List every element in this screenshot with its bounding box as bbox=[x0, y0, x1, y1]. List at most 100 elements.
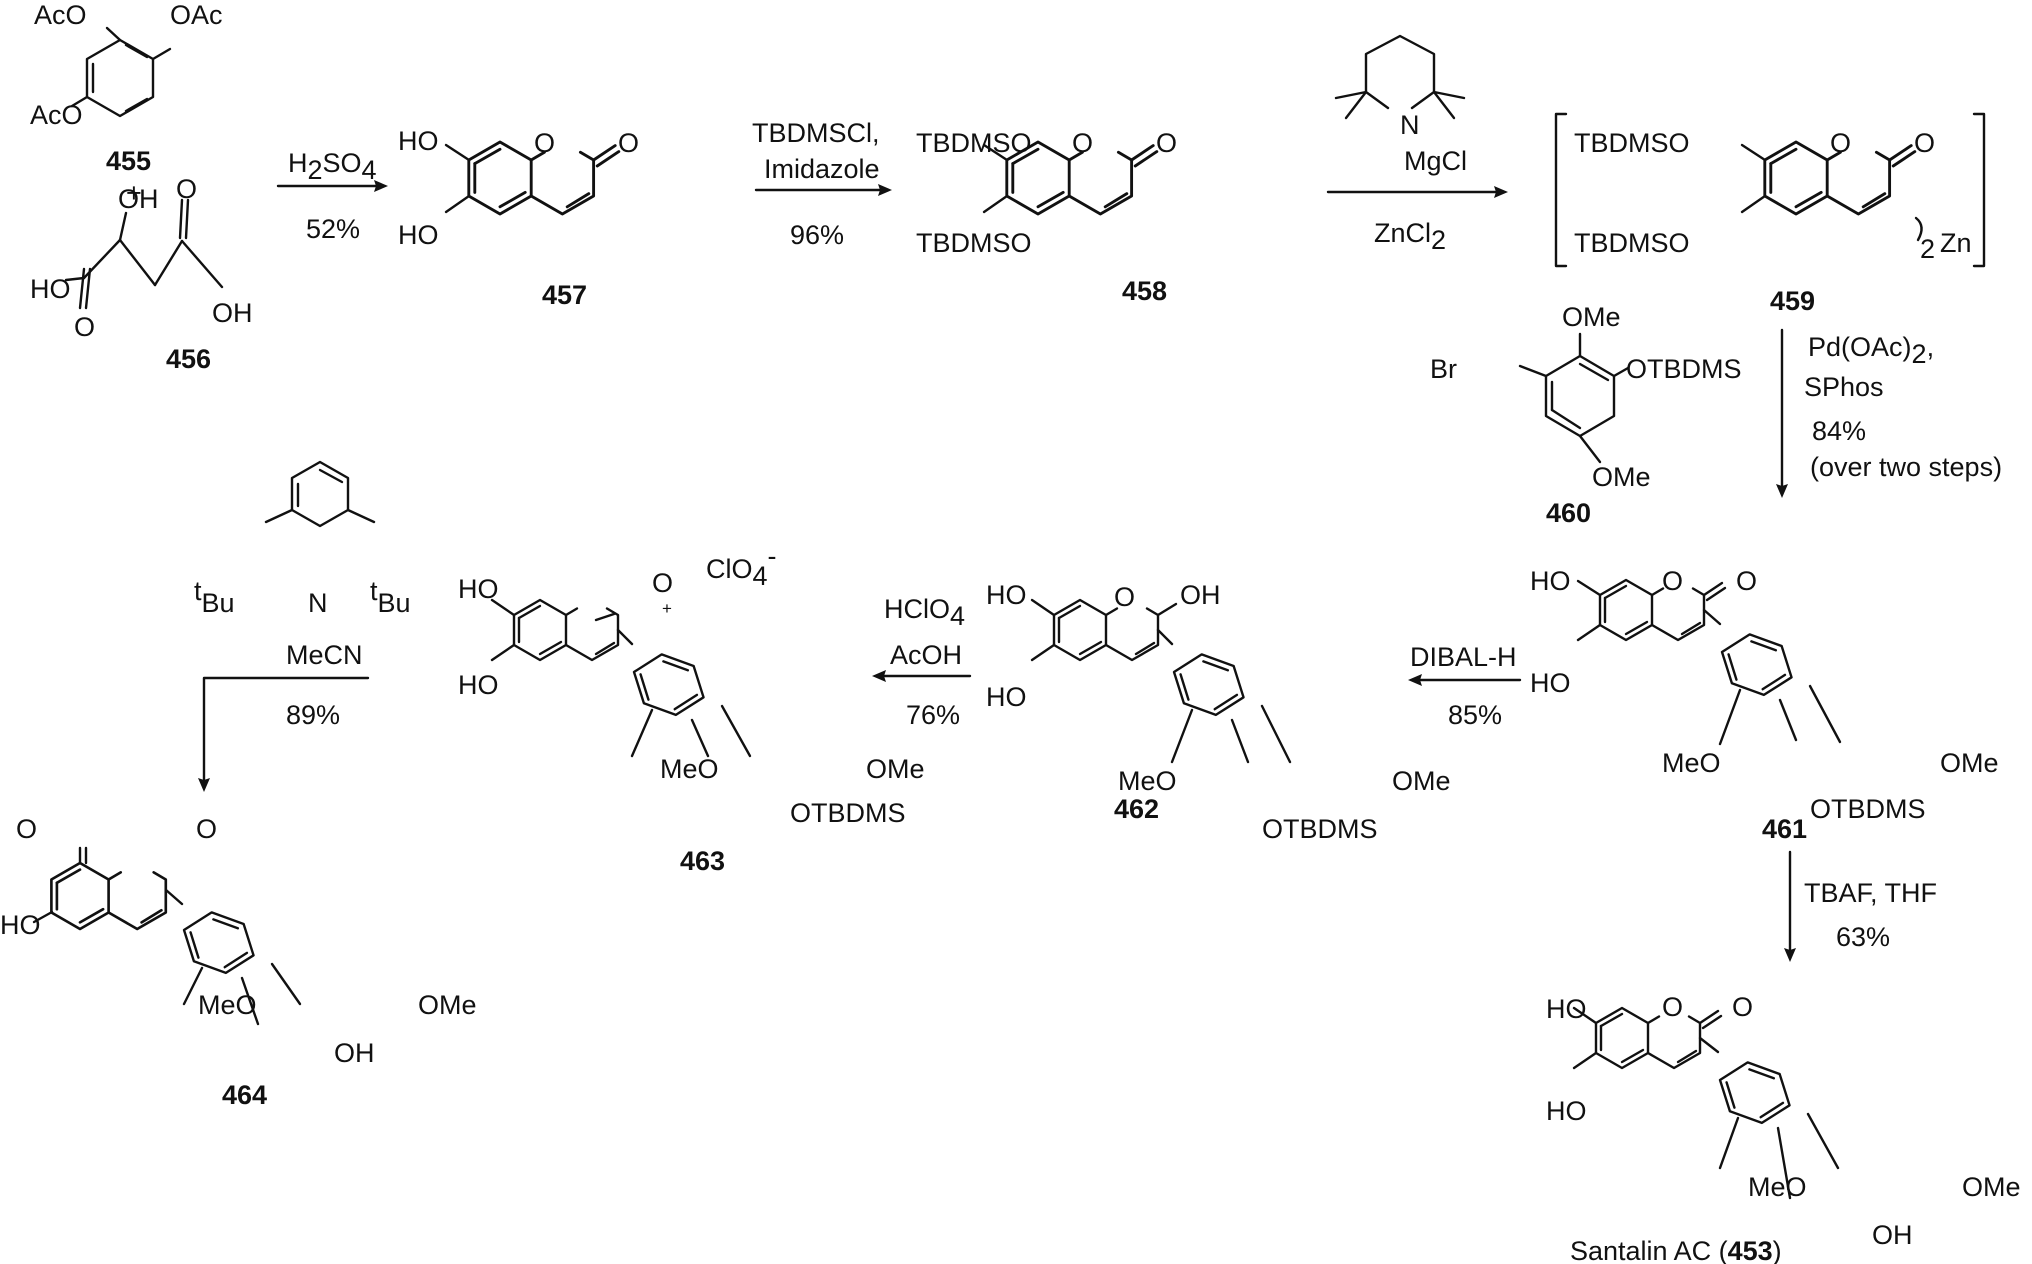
compound-number-463: 463 bbox=[680, 846, 725, 876]
compound-number-459: 459 bbox=[1770, 286, 1815, 316]
compound-457: HO HO O O 457 bbox=[398, 126, 639, 310]
otbdms-label: OTBDMS bbox=[790, 798, 906, 828]
ho-label-top: HO bbox=[1530, 566, 1571, 596]
pyridine-base: N tBu tBu bbox=[194, 460, 411, 618]
reagent-acoh: AcOH bbox=[890, 640, 962, 670]
ho-label-bottom: HO bbox=[398, 220, 439, 250]
plus-sign: + bbox=[126, 178, 142, 208]
ho-label-bottom: HO bbox=[1546, 1096, 1587, 1126]
o-label-2: O bbox=[176, 174, 197, 204]
reagent-hclo4: HClO4 bbox=[884, 594, 965, 631]
carbonyl-oxygen: O bbox=[16, 814, 37, 844]
ho-label: HO bbox=[30, 274, 71, 304]
oh-label: OH bbox=[334, 1038, 375, 1068]
oh-label: OH bbox=[1872, 1220, 1913, 1250]
oxonium-oxygen: O bbox=[652, 568, 673, 598]
reagent-imidazole: Imidazole bbox=[764, 154, 880, 184]
oxonium-charge: + bbox=[662, 599, 672, 618]
mgcl-label: MgCl bbox=[1404, 146, 1467, 176]
compound-number-461: 461 bbox=[1762, 814, 1807, 844]
methoxy-bottom: OMe bbox=[1592, 462, 1651, 492]
perchlorate-counterion: ClO4- bbox=[706, 541, 777, 591]
methoxy-top: OMe bbox=[1562, 302, 1621, 332]
ho-label-bottom: HO bbox=[1530, 668, 1571, 698]
ho-label-bottom: HO bbox=[986, 682, 1027, 712]
tbdmso-top: TBDMSO bbox=[916, 128, 1032, 158]
methoxy-left: MeO bbox=[1662, 748, 1721, 778]
ring-oxygen: O bbox=[534, 128, 555, 158]
bromo-label: Br bbox=[1430, 354, 1457, 384]
reagent-zncl2: ZnCl2 bbox=[1374, 218, 1446, 255]
otbdms-label: OTBDMS bbox=[1262, 814, 1378, 844]
compound-460: Br OMe OTBDMS OMe 460 bbox=[1430, 302, 1742, 528]
reagent-tbaf: TBAF, THF bbox=[1804, 878, 1937, 908]
yield-52: 52% bbox=[306, 214, 360, 244]
ring-oxygen: O bbox=[196, 814, 217, 844]
methoxy-right: OMe bbox=[1940, 748, 1999, 778]
tbdmso-bottom: TBDMSO bbox=[1574, 228, 1690, 258]
yield-89: 89% bbox=[286, 700, 340, 730]
ho-label-top: HO bbox=[398, 126, 439, 156]
ho-label-top: HO bbox=[458, 574, 499, 604]
zinc-label: Zn bbox=[1940, 228, 1972, 258]
methoxy-right: OMe bbox=[418, 990, 477, 1020]
reagent-tbdmscl: TBDMSCl, bbox=[752, 118, 880, 148]
ring-oxygen: O bbox=[1830, 128, 1851, 158]
compound-number-462: 462 bbox=[1114, 794, 1159, 824]
ring-oxygen: O bbox=[1662, 992, 1683, 1022]
sub-aco-bottom: AcO bbox=[30, 100, 83, 130]
reaction-arrow-4: Pd(OAc)2, SPhos 84% (over two steps) bbox=[1776, 328, 2002, 498]
yield-76: 76% bbox=[906, 700, 960, 730]
tbdmso-bottom: TBDMSO bbox=[916, 228, 1032, 258]
compound-462: HO HO O OH MeO OMe OTBDMS 462 bbox=[986, 580, 1451, 844]
compound-464: O O HO MeO OMe OH 464 bbox=[0, 814, 477, 1110]
compound-number-455: 455 bbox=[106, 146, 151, 176]
compound-455: AcO OAc AcO 455 bbox=[30, 0, 223, 176]
ho-label: HO bbox=[0, 910, 41, 940]
tbu-left: tBu bbox=[194, 576, 235, 618]
zinc-count: 2 bbox=[1920, 234, 1935, 264]
otbdms-label: OTBDMS bbox=[1626, 354, 1742, 384]
reagent-pd-oac: Pd(OAc)2, bbox=[1808, 332, 1934, 369]
carbonyl-oxygen: O bbox=[618, 128, 639, 158]
reagent-h2so4: H2SO4 bbox=[288, 148, 377, 185]
compound-number-457: 457 bbox=[542, 280, 587, 310]
yield-96: 96% bbox=[790, 220, 844, 250]
carbonyl-oxygen: O bbox=[1736, 566, 1757, 596]
pyridine-nitrogen: N bbox=[308, 588, 328, 618]
compound-number-464: 464 bbox=[222, 1080, 267, 1110]
yield-note: (over two steps) bbox=[1810, 452, 2002, 482]
methoxy-left: MeO bbox=[660, 754, 719, 784]
reaction-arrow-6: HClO4 AcOH 76% bbox=[872, 594, 972, 730]
methoxy-right: OMe bbox=[866, 754, 925, 784]
reagent-mecn: MeCN bbox=[286, 640, 363, 670]
ho-label-bottom: HO bbox=[458, 670, 499, 700]
carbonyl-oxygen: O bbox=[1914, 128, 1935, 158]
otbdms-label: OTBDMS bbox=[1810, 794, 1926, 824]
compound-453-santalin-ac: HO HO O O MeO OMe OH Santalin AC (453) bbox=[1546, 992, 2021, 1264]
tbdmso-top: TBDMSO bbox=[1574, 128, 1690, 158]
compound-456: OH HO OH O O 456 bbox=[30, 174, 253, 374]
carbonyl-oxygen: O bbox=[1732, 992, 1753, 1022]
sub-aco-top: AcO bbox=[34, 0, 87, 30]
reaction-arrow-3: ZnCl2 bbox=[1326, 186, 1508, 255]
nitrogen-label: N bbox=[1400, 110, 1420, 140]
carbonyl-oxygen: O bbox=[1156, 128, 1177, 158]
yield-85: 85% bbox=[1448, 700, 1502, 730]
reagent-sphos: SPhos bbox=[1804, 372, 1884, 402]
sub-oac: OAc bbox=[170, 0, 223, 30]
reaction-arrow-5: DIBAL-H 85% bbox=[1408, 642, 1522, 730]
reaction-arrow-1: H2SO4 52% bbox=[276, 148, 388, 244]
compound-458: TBDMSO TBDMSO O O 458 bbox=[916, 128, 1177, 306]
yield-84: 84% bbox=[1812, 416, 1866, 446]
oh-label: OH bbox=[118, 184, 159, 214]
compound-number-456: 456 bbox=[166, 344, 211, 374]
reaction-arrow-8: TBAF, THF 63% bbox=[1784, 850, 1937, 962]
tmp-magnesium-base: N MgCl bbox=[1334, 34, 1467, 176]
reaction-arrow-7: MeCN 89% bbox=[198, 640, 370, 792]
compound-number-460: 460 bbox=[1546, 498, 1591, 528]
ho-label-top: HO bbox=[986, 580, 1027, 610]
o-label: O bbox=[74, 312, 95, 342]
methoxy-right: OMe bbox=[1392, 766, 1451, 796]
